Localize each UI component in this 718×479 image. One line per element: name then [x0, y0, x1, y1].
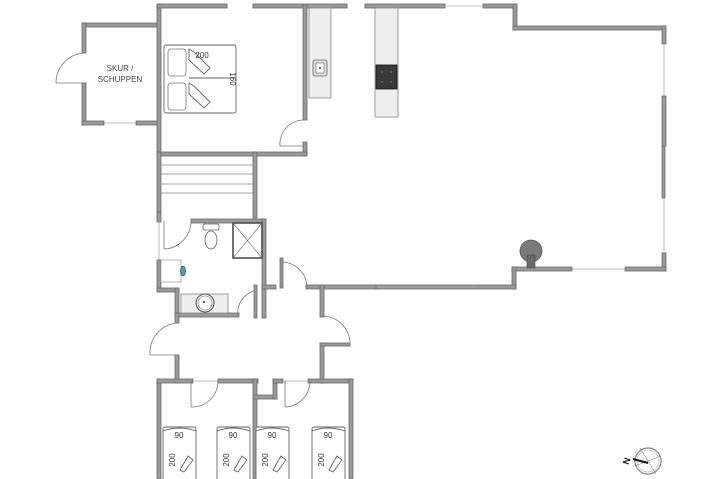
single-bed-1: 90 200 — [162, 426, 197, 479]
stove-icon — [375, 64, 398, 90]
shed-room: SKUR / SCHUPPEN — [55, 22, 161, 126]
bed-2-length: 200 — [222, 453, 231, 467]
bed-4-width: 90 — [324, 431, 333, 440]
sink-icon — [319, 67, 321, 69]
shower-icon — [232, 222, 263, 259]
single-bed-2: 90 200 — [216, 426, 251, 479]
bathroom-sink-icon — [180, 293, 229, 314]
shed-label-line1: SKUR / — [107, 64, 134, 73]
toilet-icon — [202, 223, 220, 250]
bed-1-width: 90 — [175, 431, 184, 440]
bed-1-length: 200 — [168, 453, 177, 467]
compass-icon: N — [621, 447, 662, 475]
bed-2-width: 90 — [229, 431, 238, 440]
bed-3-width: 90 — [268, 431, 277, 440]
single-bed-4: 90 200 — [311, 426, 346, 479]
stove-counter — [374, 7, 399, 118]
sink-counter — [308, 7, 332, 99]
bed-4-length: 200 — [317, 453, 326, 467]
master-bedroom: 200 160 — [156, 3, 308, 157]
hallway — [149, 257, 351, 384]
single-bed-3: 90 200 — [255, 426, 290, 479]
fireplace-icon — [519, 239, 543, 269]
double-bed-width: 200 — [195, 51, 209, 60]
bathroom — [156, 211, 277, 319]
washing-machine-icon — [160, 259, 186, 283]
compass-north-label: N — [621, 456, 633, 466]
shed-label-line2: SCHUPPEN — [98, 75, 143, 84]
double-bed-length: 160 — [228, 72, 237, 86]
kitchen-living — [305, 3, 667, 318]
bed-3-length: 200 — [261, 453, 270, 467]
double-bed: 200 160 — [163, 44, 237, 114]
bedrooms-bottom: 90 200 90 200 90 200 90 200 — [156, 378, 354, 479]
staircase — [156, 151, 258, 219]
